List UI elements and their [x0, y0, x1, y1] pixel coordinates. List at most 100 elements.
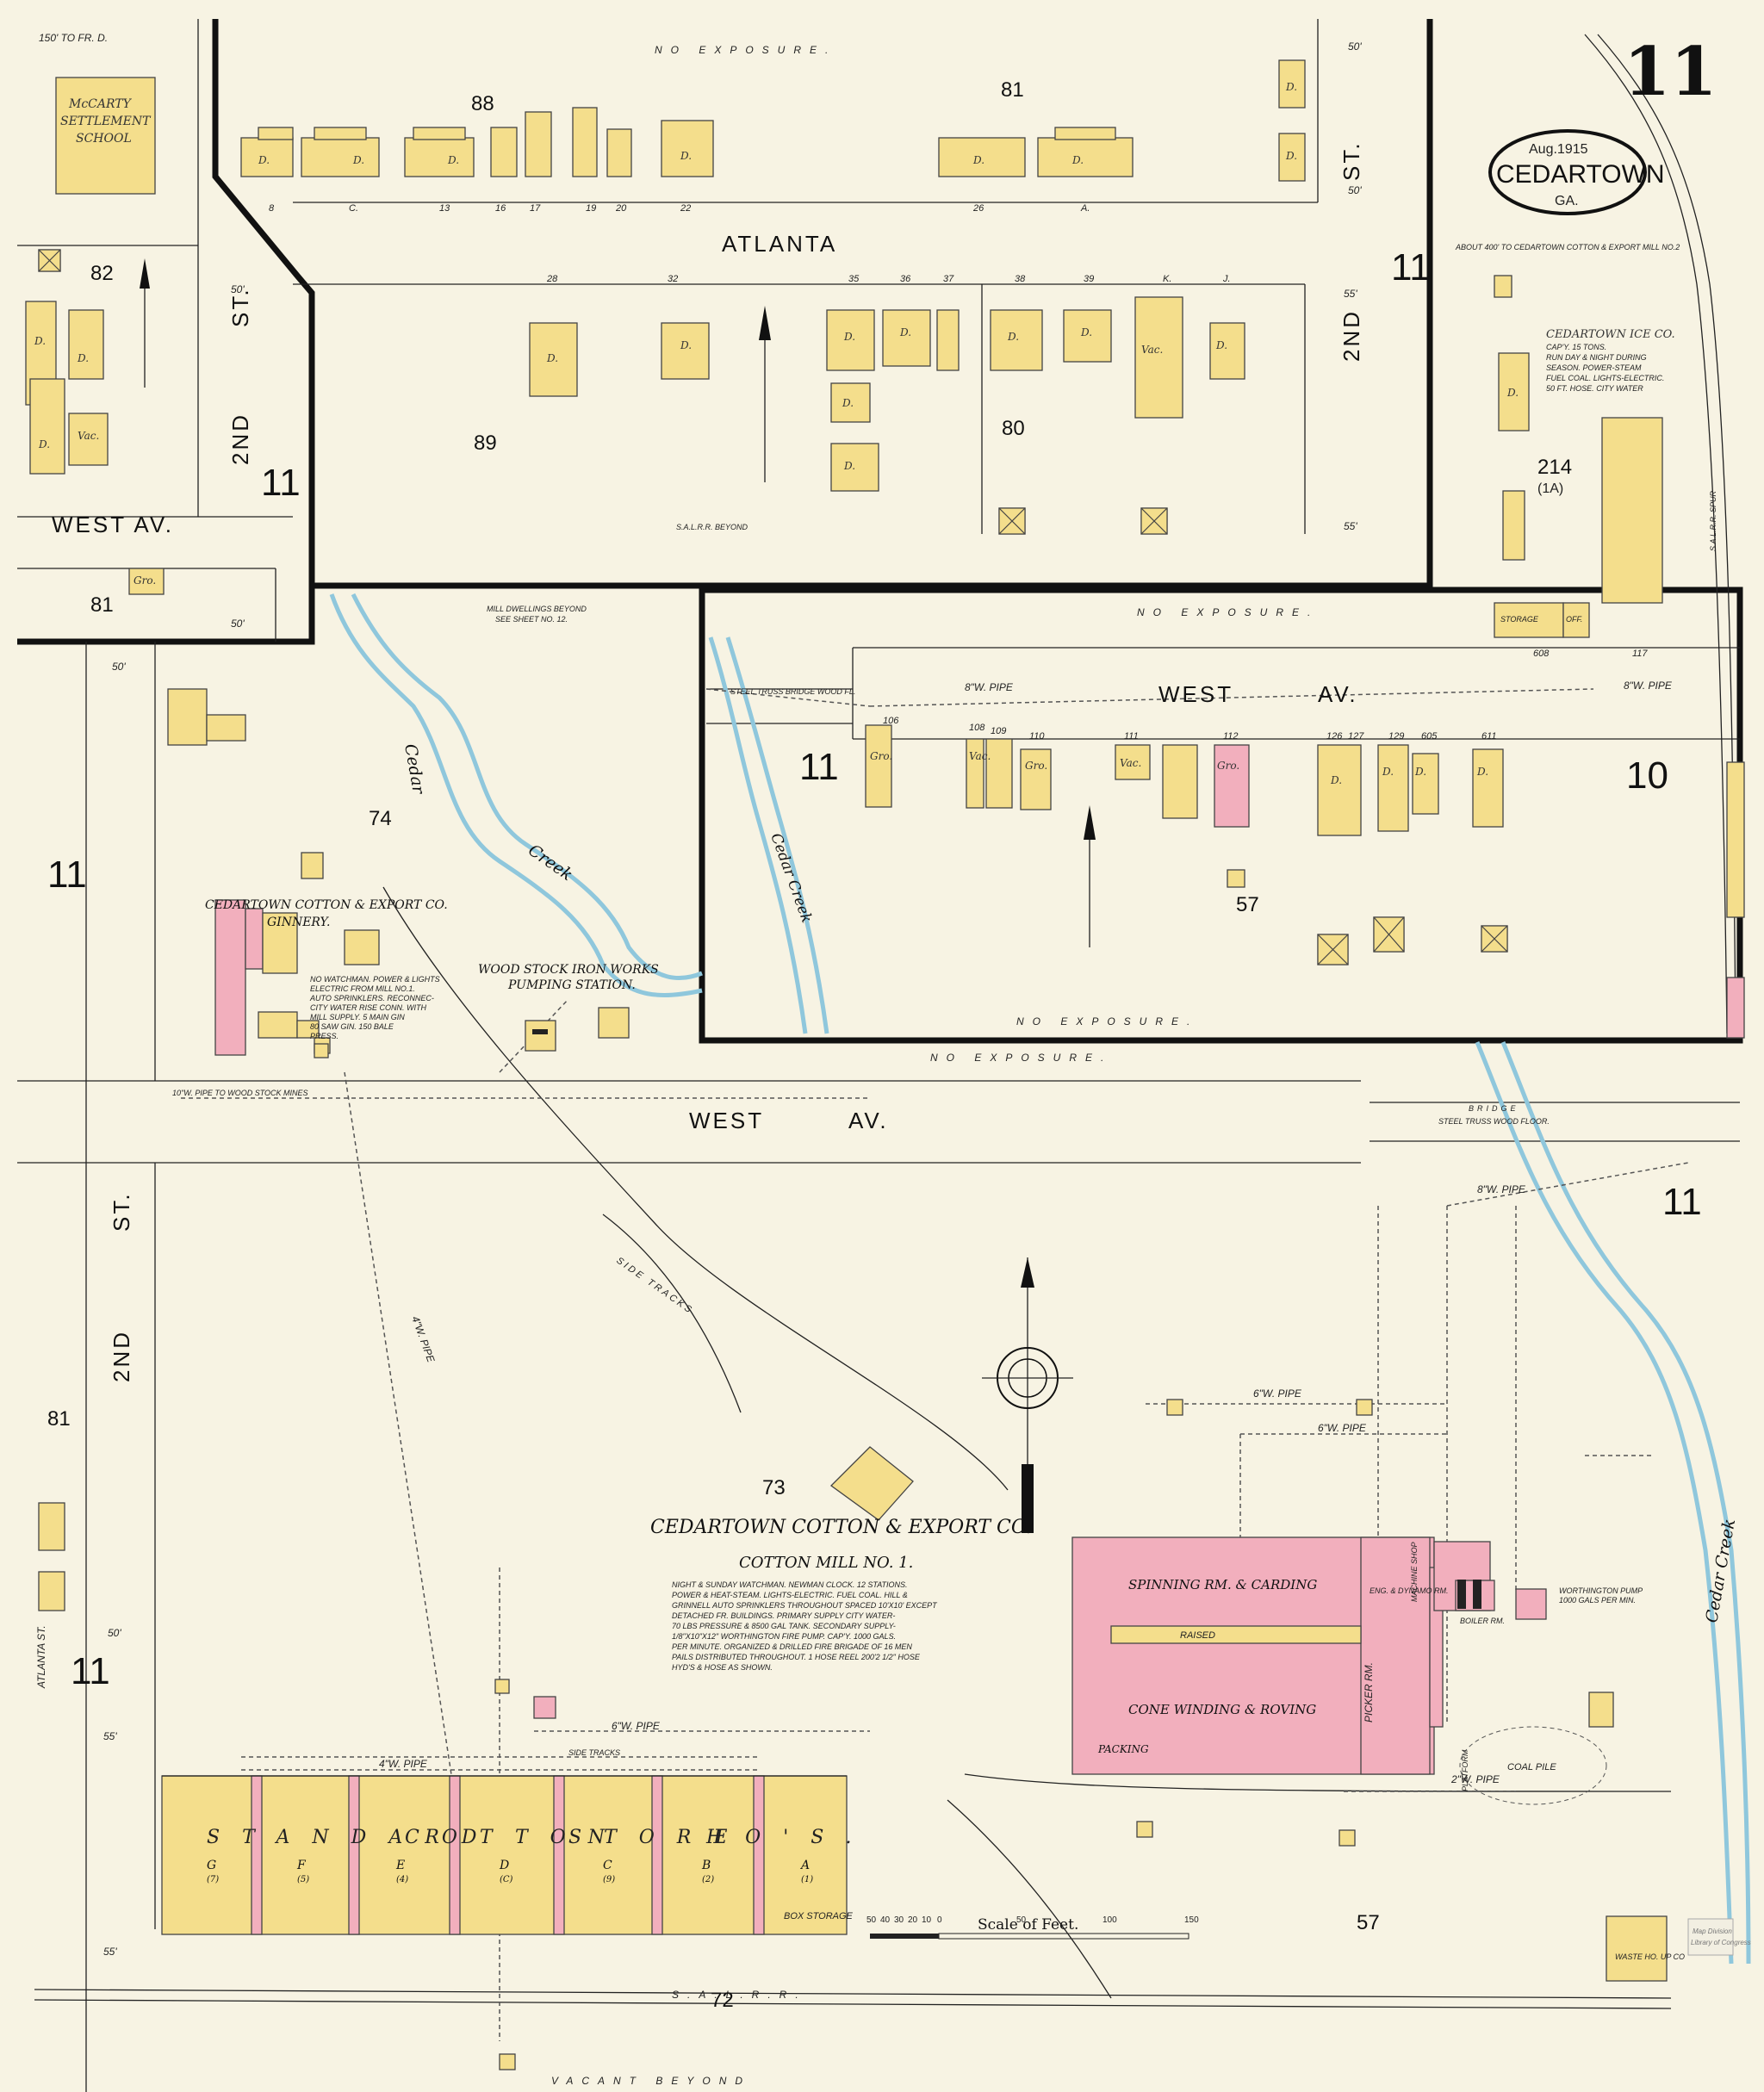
svg-text:K.: K.: [1163, 274, 1171, 284]
street-atlanta-st: ATLANTA ST.: [35, 1625, 47, 1689]
svg-text:106: 106: [883, 716, 899, 726]
adj-sheet-6: 11: [1662, 1181, 1702, 1223]
pumping-title: WOOD STOCK IRON WORKS: [478, 963, 659, 977]
svg-text:55': 55': [103, 1946, 117, 1958]
scale-ticks: 50 40 30 20 10 0 50 100 150: [866, 1915, 1199, 1925]
ice-co-line-3: SEASON. POWER-STEAM: [1546, 363, 1642, 372]
ginnery-note-5: MILL SUPPLY. 5 MAIN GIN: [310, 1013, 405, 1021]
svg-text:110: 110: [1029, 731, 1045, 742]
block-81-left: 81: [90, 593, 114, 617]
street-2nd-low-st: ST.: [109, 1191, 134, 1232]
water-pipes: [181, 688, 1689, 2041]
salrr-beyond: S.A.L.R.R. BEYOND: [676, 523, 748, 531]
svg-text:16: 16: [495, 203, 506, 214]
mill-note-6: 1/8"X10"X12" WORTHINGTON FIRE PUMP. CAP'…: [672, 1632, 896, 1641]
svg-text:126: 126: [1326, 731, 1343, 742]
school-line-3: SCHOOL: [76, 132, 132, 146]
mill-machine-shop: MACHINE SHOP: [1410, 1542, 1419, 1602]
street-west-av-upper: WEST: [1158, 681, 1233, 707]
svg-text:(4): (4): [396, 1875, 408, 1884]
map-city: CEDARTOWN: [1496, 160, 1665, 189]
mill-name: COTTON MILL NO. 1.: [739, 1554, 913, 1572]
svg-text:100: 100: [1102, 1915, 1117, 1925]
addresses-atlanta-south: 28 32 35 36 37 38 39 K. J.: [546, 274, 1231, 284]
svg-text:22: 22: [680, 203, 691, 214]
street-west-av-left: WEST AV.: [52, 512, 174, 537]
stamp-line-1: Map Division: [1693, 1927, 1732, 1935]
svg-text:D.: D.: [38, 438, 50, 450]
svg-text:35: 35: [848, 274, 860, 284]
svg-text:A: A: [799, 1859, 810, 1872]
mill-boiler: BOILER RM.: [1460, 1617, 1505, 1625]
mill-note-4: DETACHED FR. BUILDINGS. PRIMARY SUPPLY C…: [672, 1611, 895, 1620]
ginnery-note-1: NO WATCHMAN. POWER & LIGHTS: [310, 975, 440, 984]
box-storage: BOX STORAGE: [784, 1911, 854, 1921]
ice-co-buildings: [1494, 275, 1663, 638]
svg-text:50': 50': [1348, 184, 1362, 196]
mill-company: CEDARTOWN COTTON & EXPORT CO.: [650, 1517, 1032, 1538]
pipe-8-upper: 8"W. PIPE: [965, 681, 1014, 693]
svg-text:(1): (1): [801, 1875, 813, 1884]
pipe-8-lower: 8"W. PIPE: [1477, 1183, 1526, 1195]
svg-text:D.: D.: [1215, 339, 1227, 351]
svg-text:605: 605: [1421, 731, 1438, 742]
ice-co-line-2: RUN DAY & NIGHT DURING: [1546, 353, 1647, 362]
mill-note-9: HYD'S & HOSE AS SHOWN.: [672, 1663, 773, 1672]
ginnery-title: CEDARTOWN COTTON & EXPORT CO.: [205, 898, 448, 912]
svg-text:37: 37: [943, 274, 954, 284]
street-west-av-main: WEST: [689, 1108, 764, 1133]
block-88-buildings: [240, 59, 1306, 182]
bridge-top: STEEL TRUSS BRIDGE WOOD FL.: [730, 687, 855, 696]
street-2nd-right-num: 2ND: [1339, 309, 1364, 362]
svg-text:30: 30: [894, 1915, 904, 1925]
block-border-88-89: [212, 19, 1433, 589]
addresses-west-av: 106 108 109 110 111 112 126 127 129 605 …: [883, 649, 1648, 742]
svg-text:D.: D.: [899, 326, 911, 338]
mill-room-picker: PICKER RM.: [1363, 1662, 1375, 1723]
adj-sheet-1: 11: [1391, 246, 1431, 289]
store-title-4: HO'S.: [705, 1827, 874, 1848]
mill-note-2: POWER & HEAT-STEAM. LIGHTS-ELECTRIC. FUE…: [672, 1591, 908, 1599]
svg-text:D.: D.: [352, 154, 364, 166]
block-73: 73: [762, 1476, 786, 1499]
pipe-10: 10"W. PIPE TO WOOD STOCK MINES: [172, 1089, 308, 1097]
svg-text:J.: J.: [1222, 274, 1231, 284]
svg-text:55': 55': [1344, 288, 1357, 300]
school-line-2: SETTLEMENT: [60, 115, 152, 128]
svg-text:A.: A.: [1080, 203, 1090, 214]
adj-sheet-2: 11: [261, 462, 301, 504]
pipe-2: 2"W. PIPE: [1450, 1773, 1500, 1785]
svg-text:Vac.: Vac.: [1120, 757, 1141, 769]
svg-text:109: 109: [991, 726, 1006, 736]
svg-text:D.: D.: [258, 154, 270, 166]
mill-note-1: NIGHT & SUNDAY WATCHMAN. NEWMAN CLOCK. 1…: [672, 1580, 908, 1589]
mill-dwellings-2: SEE SHEET NO. 12.: [495, 615, 568, 624]
block-89-80-buildings: [529, 296, 1245, 535]
svg-text:D.: D.: [1007, 331, 1019, 343]
adj-sheet-4: 10: [1626, 754, 1668, 797]
side-tracks-lower: SIDE TRACKS: [568, 1748, 620, 1757]
svg-text:Gro.: Gro.: [1025, 760, 1047, 772]
map-state: GA.: [1555, 194, 1579, 208]
block-82-81-buildings: [25, 77, 165, 595]
ice-co-line-4: FUEL COAL. LIGHTS-ELECTRIC.: [1546, 374, 1664, 382]
mill-raised: RAISED: [1180, 1630, 1215, 1641]
svg-text:D.: D.: [1414, 766, 1426, 778]
svg-text:D.: D.: [1285, 150, 1297, 162]
svg-text:608: 608: [1533, 649, 1550, 659]
block-57-lower: 57: [1357, 1911, 1380, 1934]
svg-text:D.: D.: [77, 352, 89, 364]
mill-note-5: 70 LBS PRESSURE & 8500 GAL TANK. SECONDA…: [672, 1622, 896, 1630]
svg-text:50': 50': [231, 618, 245, 630]
block-81-top: 81: [1001, 78, 1024, 102]
pipe-6-store: 6"W. PIPE: [612, 1720, 661, 1732]
svg-text:50: 50: [1016, 1915, 1027, 1925]
svg-text:55': 55': [103, 1730, 117, 1742]
mill-room-spinning: SPINNING RM. & CARDING: [1128, 1577, 1317, 1592]
worthington-1: WORTHINGTON PUMP: [1559, 1586, 1643, 1595]
mill-note-8: PAILS DISTRIBUTED THROUGHOUT. 1 HOSE REE…: [672, 1653, 921, 1661]
svg-text:D.: D.: [972, 154, 984, 166]
block-89: 89: [474, 431, 497, 455]
svg-text:D: D: [499, 1859, 509, 1872]
svg-text:50': 50': [231, 283, 245, 295]
